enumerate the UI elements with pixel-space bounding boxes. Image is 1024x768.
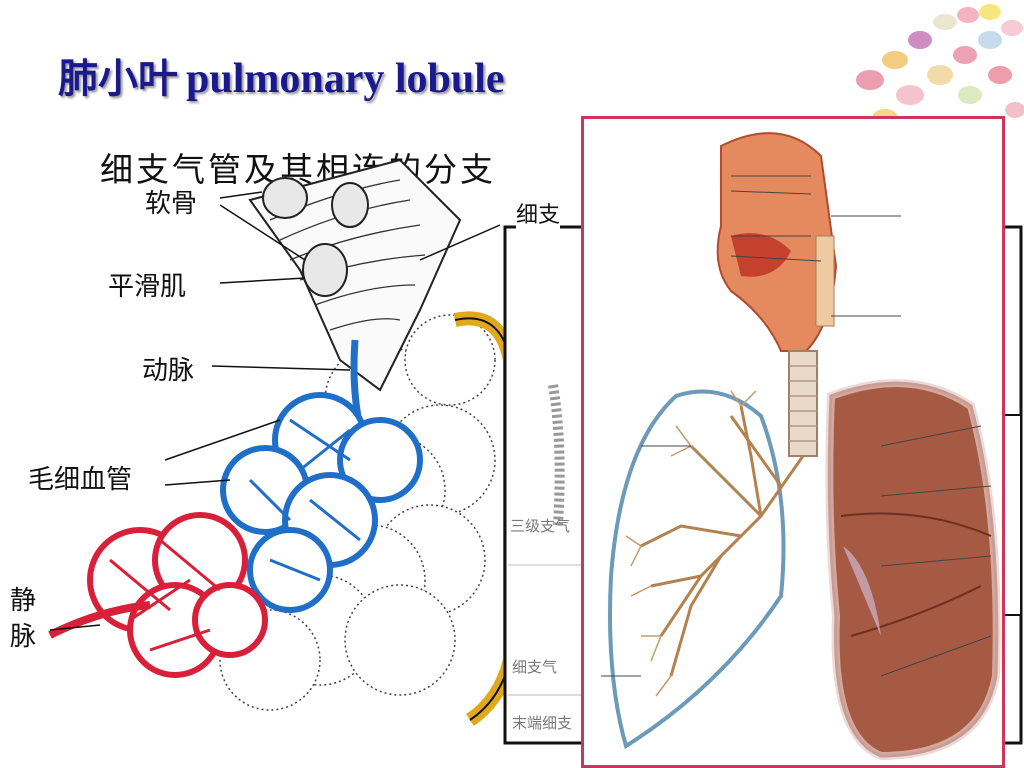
- label-cartilage: 软骨: [145, 189, 198, 219]
- label-bronchiole: 细支: [516, 197, 561, 229]
- respiratory-system-image: [581, 116, 1005, 768]
- title-chinese: 肺小叶: [58, 56, 178, 102]
- box-label-terminal-bronchiole: 末端细支: [512, 714, 573, 732]
- label-capillary: 毛细血管: [28, 465, 133, 495]
- pulmonary-lobule-illustration: [48, 160, 517, 726]
- label-artery: 动脉: [142, 356, 195, 386]
- label-smooth-muscle: 平滑肌: [108, 272, 187, 302]
- box-label-tertiary-bronchus: 三级支气: [510, 517, 571, 535]
- title-english: pulmonary lobule: [186, 56, 505, 102]
- box-label-bronchiole: 细支气: [512, 658, 558, 676]
- label-vein: 静脉: [10, 586, 37, 652]
- candy-decoration: [856, 4, 1024, 133]
